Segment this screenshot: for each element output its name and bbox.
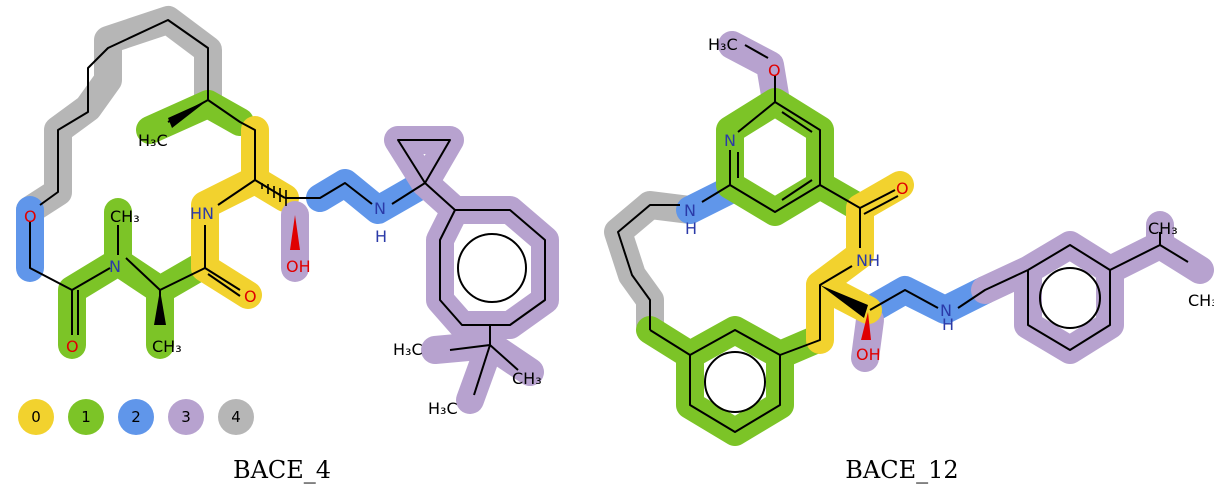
atom-n-amine-h: H (942, 315, 954, 334)
atom-ch3-isopropyl-top: CH₃ (1148, 219, 1178, 238)
atom-o-carbonyl: O (896, 179, 909, 198)
atom-ch3-isopropyl-right: CH₃ (1188, 291, 1214, 310)
atom-labels: H₃C O N CH₃ O CH₃ HN O OH N H H₃C CH₃ H₃… (24, 131, 542, 418)
atom-n-amine-h: H (375, 227, 387, 246)
legend-label-1: 1 (81, 408, 91, 426)
highlight-cluster-0 (191, 116, 299, 309)
molecule-bace-4: H₃C O N CH₃ O CH₃ HN O OH N H H₃C CH₃ H₃… (16, 6, 559, 484)
atom-h3c-methoxy: H₃C (708, 35, 738, 54)
hash-bond (261, 183, 287, 206)
atom-oh: OH (286, 257, 311, 276)
molecule-bace-12: H₃C O N N H O NH OH N H CH₃ CH₃ BACE_12 (604, 31, 1214, 484)
atom-n-pyridine: N (724, 131, 736, 150)
atom-o-carbonyl-right: O (244, 287, 257, 306)
atom-n-amine: N (374, 199, 386, 218)
wedge-bond (290, 215, 300, 250)
legend-swatch-2 (118, 399, 154, 435)
atom-o-carbonyl-left: O (66, 337, 79, 356)
atom-nh-left-h: H (685, 219, 697, 238)
atom-tbu-h3c-left: H₃C (393, 340, 423, 359)
legend-swatch-1 (68, 399, 104, 435)
atom-n-amine: N (940, 301, 952, 320)
atom-n-methyl: N (109, 257, 121, 276)
atom-o-ether: O (24, 207, 37, 226)
atom-labels: H₃C O N N H O NH OH N H CH₃ CH₃ (684, 35, 1214, 364)
legend-label-0: 0 (31, 408, 41, 426)
bond-skeleton (617, 44, 1189, 433)
atom-nh-amide: NH (856, 251, 880, 270)
legend-swatch-3 (168, 399, 204, 435)
caption-bace-4: BACE_4 (233, 456, 331, 484)
wedge-bond (154, 290, 166, 325)
atom-o-methoxy: O (768, 61, 781, 80)
atom-nh-left: N (684, 201, 696, 220)
atom-hn-amide: HN (190, 204, 214, 223)
legend-label-2: 2 (131, 408, 141, 426)
atom-tbu-ch3-right: CH₃ (512, 369, 542, 388)
atom-tbu-h3c-bottom: H₃C (428, 399, 458, 418)
caption-bace-12: BACE_12 (845, 456, 958, 484)
atom-oh: OH (856, 345, 881, 364)
atom-n-methyl-ch3: CH₃ (110, 207, 140, 226)
legend: 0 1 2 3 4 (18, 399, 254, 435)
legend-label-3: 3 (181, 408, 191, 426)
atom-h3c-methyl: H₃C (138, 131, 168, 150)
atom-ch3-bottom: CH₃ (152, 337, 182, 356)
legend-swatch-4 (218, 399, 254, 435)
legend-swatch-0 (18, 399, 54, 435)
legend-label-4: 4 (231, 408, 241, 426)
wedge-bond (168, 100, 208, 128)
wedge-bond (820, 285, 868, 318)
wedge-bond (861, 312, 871, 340)
